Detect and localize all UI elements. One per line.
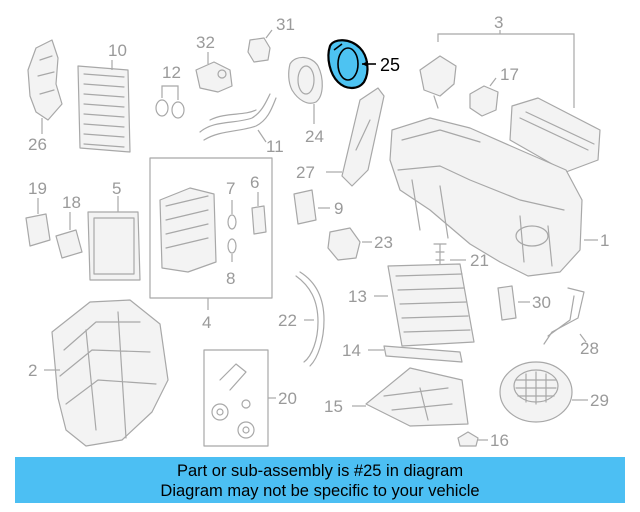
part-11-pipes bbox=[199, 93, 277, 143]
part-5-filter bbox=[87, 196, 141, 281]
callout-6: 6 bbox=[250, 173, 259, 192]
part-24-seal bbox=[288, 56, 323, 124]
part-25-highlighted-seal[interactable] bbox=[327, 39, 376, 90]
callout-10: 10 bbox=[108, 41, 127, 60]
callout-20: 20 bbox=[278, 389, 297, 408]
banner-line-1: Part or sub-assembly is #25 in diagram bbox=[176, 462, 464, 480]
callout-23: 23 bbox=[374, 233, 393, 252]
part-26-bracket bbox=[27, 39, 63, 134]
part-32-valve bbox=[195, 52, 233, 93]
callout-32: 32 bbox=[196, 33, 215, 52]
callout-1: 1 bbox=[600, 231, 609, 250]
part-23-actuator bbox=[327, 227, 372, 261]
part-13-filter bbox=[374, 263, 475, 347]
callout-13: 13 bbox=[348, 287, 367, 306]
callout-27: 27 bbox=[296, 163, 315, 182]
part-9-sensor bbox=[293, 189, 330, 225]
part-4-evaporator-box bbox=[149, 157, 273, 310]
callout-7: 7 bbox=[226, 179, 235, 198]
callout-12: 12 bbox=[162, 63, 181, 82]
callout-14: 14 bbox=[342, 341, 361, 360]
callout-29: 29 bbox=[590, 391, 609, 410]
callout-3: 3 bbox=[494, 13, 503, 32]
exploded-parts-diagram: 26 10 12 32 31 11 24 bbox=[25, 13, 609, 450]
callout-18: 18 bbox=[62, 193, 81, 212]
part-18-bracket bbox=[55, 212, 83, 259]
part-30-flap bbox=[497, 285, 530, 321]
callout-30: 30 bbox=[532, 293, 551, 312]
part-31-sensor bbox=[247, 29, 273, 63]
part-21-screw bbox=[433, 243, 466, 273]
part-17-actuator bbox=[469, 77, 499, 117]
callout-21: 21 bbox=[470, 251, 489, 270]
callout-5: 5 bbox=[112, 179, 121, 198]
callout-28: 28 bbox=[580, 339, 599, 358]
banner-line-2: Diagram may not be specific to your vehi… bbox=[160, 482, 480, 500]
part-10-heater-core bbox=[77, 60, 131, 153]
callout-2: 2 bbox=[28, 361, 37, 380]
callout-19: 19 bbox=[28, 179, 47, 198]
part-27-bracket bbox=[326, 87, 385, 187]
callout-26: 26 bbox=[28, 135, 47, 154]
info-banner: Part or sub-assembly is #25 in diagram D… bbox=[15, 457, 625, 503]
part-16-clip bbox=[457, 431, 488, 447]
part-linkage bbox=[419, 55, 457, 109]
part-15-cover bbox=[352, 367, 469, 427]
part-6-valve bbox=[251, 192, 267, 235]
part-12-o-rings bbox=[155, 85, 185, 119]
callout-8: 8 bbox=[226, 269, 235, 288]
part-22-hose bbox=[295, 271, 325, 367]
callout-24: 24 bbox=[305, 127, 324, 146]
part-7-8-seals bbox=[227, 200, 237, 262]
part-3-leader bbox=[437, 30, 575, 108]
part-28-bracket bbox=[543, 287, 587, 345]
part-29-blower-motor bbox=[499, 361, 588, 423]
callout-15: 15 bbox=[324, 397, 343, 416]
callout-11: 11 bbox=[266, 137, 284, 156]
callout-25: 25 bbox=[380, 55, 400, 75]
part-3-cover bbox=[509, 97, 601, 173]
callout-16: 16 bbox=[490, 431, 509, 450]
callout-17: 17 bbox=[500, 65, 519, 84]
part-14-seal bbox=[368, 345, 463, 363]
callout-31: 31 bbox=[276, 15, 295, 34]
part-1-hvac-housing bbox=[389, 117, 598, 277]
callout-22: 22 bbox=[278, 311, 297, 330]
part-20-kit-box bbox=[203, 349, 276, 447]
callout-9: 9 bbox=[334, 199, 343, 218]
callout-4: 4 bbox=[202, 313, 211, 332]
part-19-bracket bbox=[25, 198, 51, 247]
part-2-lower-housing bbox=[44, 299, 169, 447]
